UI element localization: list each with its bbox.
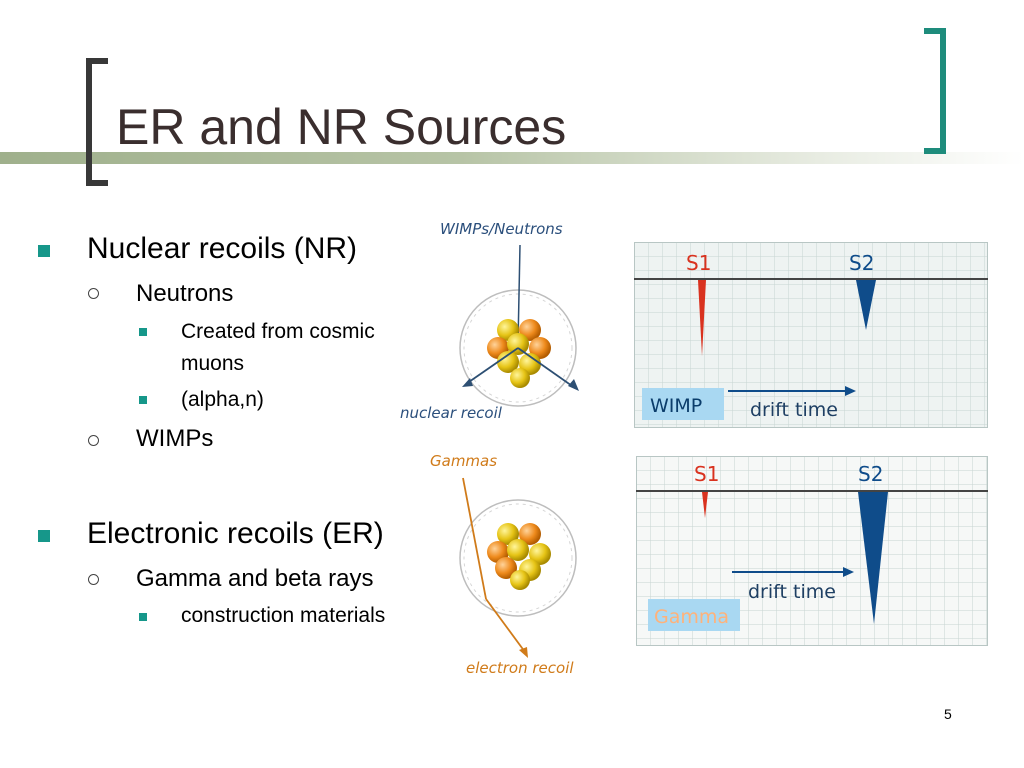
gamma-tag [648, 599, 740, 631]
s1-peak [702, 492, 708, 518]
bullet-square-icon [139, 328, 147, 336]
bullet-square-icon [38, 530, 50, 542]
s1-label: S1 [686, 251, 711, 275]
bullet-alpha-n: (alpha,n) [181, 388, 264, 411]
s2-label: S2 [849, 251, 874, 275]
bullet-circle-icon [88, 288, 99, 299]
wimp-tag-label: WIMP [650, 395, 702, 417]
s2-label: S2 [858, 462, 883, 486]
gamma-tag-label: Gamma [654, 606, 729, 628]
wimp-tag [642, 388, 724, 420]
nr-atom-diagram [459, 244, 579, 407]
bullet-circle-icon [88, 574, 99, 585]
bullet-wimps: WIMPs [136, 425, 214, 452]
page-number: 5 [944, 706, 952, 722]
bullet-gamma-beta-rays: Gamma and beta rays [136, 565, 374, 592]
slide-title: ER and NR Sources [116, 99, 567, 155]
bullet-electronic-recoils: Electronic recoils (ER) [87, 517, 384, 550]
right-bracket-decoration [924, 28, 946, 154]
bullet-nuclear-recoils: Nuclear recoils (NR) [87, 232, 358, 265]
nucleus [487, 319, 551, 388]
bullet-construction-materials: construction materials [181, 604, 386, 627]
er-atom-diagram [459, 477, 577, 658]
s1-peak [698, 280, 706, 356]
bullet-square-icon [139, 396, 147, 404]
gamma-signal-plot: S1 S2 Gamma drift time [636, 456, 988, 646]
wimps-neutrons-label: WIMPs/Neutrons [440, 220, 563, 238]
bullet-circle-icon [88, 435, 99, 446]
nuclear-recoil-label: nuclear recoil [400, 404, 502, 422]
left-bracket-decoration [86, 58, 108, 186]
s2-peak [856, 280, 876, 330]
bullet-cosmic-muons: Created from cosmic muons [181, 320, 375, 375]
bullet-neutrons: Neutrons [136, 280, 234, 307]
drift-time-label: drift time [750, 399, 838, 421]
s2-peak [858, 492, 888, 624]
nucleus [487, 523, 551, 590]
electron-recoil-label: electron recoil [466, 659, 574, 677]
title-underline [0, 152, 1024, 164]
s1-label: S1 [694, 462, 719, 486]
wimp-signal-plot: S1 S2 WIMP drift time [634, 242, 988, 428]
bullet-square-icon [38, 245, 50, 257]
drift-time-label: drift time [748, 581, 836, 603]
gammas-label: Gammas [430, 452, 498, 470]
bullet-square-icon [139, 613, 147, 621]
